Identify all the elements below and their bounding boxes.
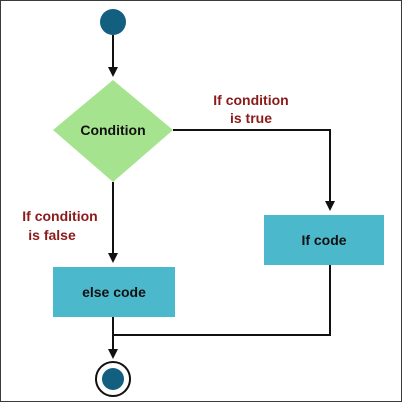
end-node-icon [95,361,131,397]
condition-diamond [53,80,173,182]
if-code-label: If code [301,232,346,248]
false-branch-label-line2: is false [28,227,76,243]
true-branch-label-line2: is true [230,110,272,126]
false-branch-label-line1: If condition [22,208,97,224]
if-code-box [264,215,384,265]
else-code-label: else code [82,284,146,300]
true-branch-label-line1: If condition [213,92,288,108]
arrow-condition-true [173,129,335,211]
condition-label: Condition [80,122,145,138]
start-node-icon [100,9,126,35]
connector-if-to-merge [113,265,331,336]
else-code-box [53,267,175,317]
